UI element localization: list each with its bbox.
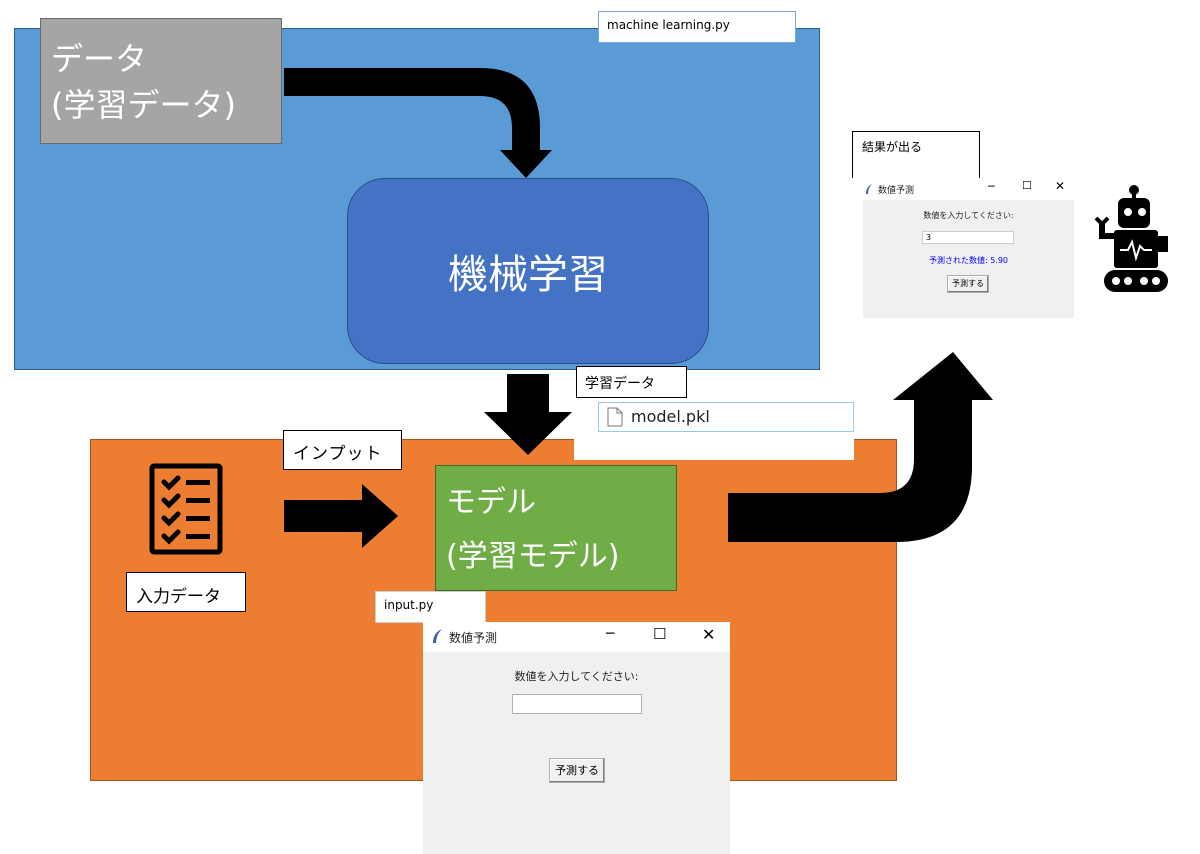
file-icon bbox=[607, 407, 623, 427]
small-window-titlebar: 数値予測 ─ ☐ ✕ bbox=[852, 178, 1074, 200]
large-predict-button[interactable]: 予測する bbox=[549, 758, 605, 783]
small-window-title: 数値予測 bbox=[878, 186, 915, 196]
small-app-window: 数値予測 ─ ☐ ✕ 数値を入力してください: 3 予測された数値: 5.90 … bbox=[852, 178, 1074, 318]
curved-arrow-data-to-ml bbox=[284, 68, 552, 178]
maximize-icon[interactable]: ☐ bbox=[1022, 179, 1032, 192]
small-predict-button[interactable]: 予測する bbox=[947, 275, 989, 293]
large-window-prompt: 数値を入力してください: bbox=[514, 670, 639, 683]
right-arrow-input-to-model bbox=[284, 484, 398, 548]
data-box-line1: データ bbox=[51, 40, 148, 78]
input-data-label: 入力データ bbox=[126, 572, 246, 612]
small-window-prediction: 予測された数値: 5.90 bbox=[928, 256, 1009, 265]
curved-arrow-model-to-result bbox=[728, 352, 993, 542]
maximize-icon[interactable]: ☐ bbox=[653, 625, 667, 643]
result-label: 結果が出る bbox=[852, 131, 980, 179]
model-box-line1: モデル bbox=[446, 485, 536, 520]
close-icon[interactable]: ✕ bbox=[1055, 179, 1066, 193]
training-data-label: 学習データ bbox=[576, 366, 687, 398]
small-window-prompt: 数値を入力してください: bbox=[923, 211, 1014, 220]
data-box: データ (学習データ) bbox=[40, 18, 282, 144]
feather-icon bbox=[433, 629, 442, 643]
model-file-item[interactable]: model.pkl bbox=[598, 402, 854, 432]
large-window-body: 数値を入力してください: 予測する bbox=[423, 652, 730, 854]
checklist-icon bbox=[149, 463, 223, 555]
large-app-window: 数値予測 ─ ☐ ✕ 数値を入力してください: 予測する bbox=[423, 622, 730, 854]
machine-learning-box: 機械学習 bbox=[347, 178, 709, 364]
ml-file-label: machine learning.py bbox=[598, 11, 796, 43]
minimize-icon[interactable]: ─ bbox=[988, 180, 995, 193]
model-box-line2: (学習モデル) bbox=[446, 539, 620, 574]
model-box: モデル (学習モデル) bbox=[435, 465, 677, 591]
close-icon[interactable]: ✕ bbox=[702, 625, 716, 644]
input-label: インプット bbox=[283, 430, 402, 470]
robot-icon bbox=[1094, 185, 1168, 292]
down-arrow-ml-to-model bbox=[484, 374, 572, 455]
large-window-title: 数値予測 bbox=[449, 631, 498, 645]
input-file-label: input.py bbox=[375, 591, 486, 623]
feather-icon bbox=[866, 184, 872, 194]
minimize-icon[interactable]: ─ bbox=[606, 626, 615, 642]
data-box-line2: (学習データ) bbox=[51, 86, 236, 124]
small-window-body: 数値を入力してください: 3 予測された数値: 5.90 予測する bbox=[863, 200, 1074, 318]
file-explorer-snippet: model.pkl bbox=[574, 398, 854, 460]
large-window-titlebar: 数値予測 ─ ☐ ✕ bbox=[423, 622, 730, 652]
small-window-input[interactable]: 3 bbox=[922, 231, 1014, 244]
large-window-input[interactable] bbox=[512, 694, 642, 714]
